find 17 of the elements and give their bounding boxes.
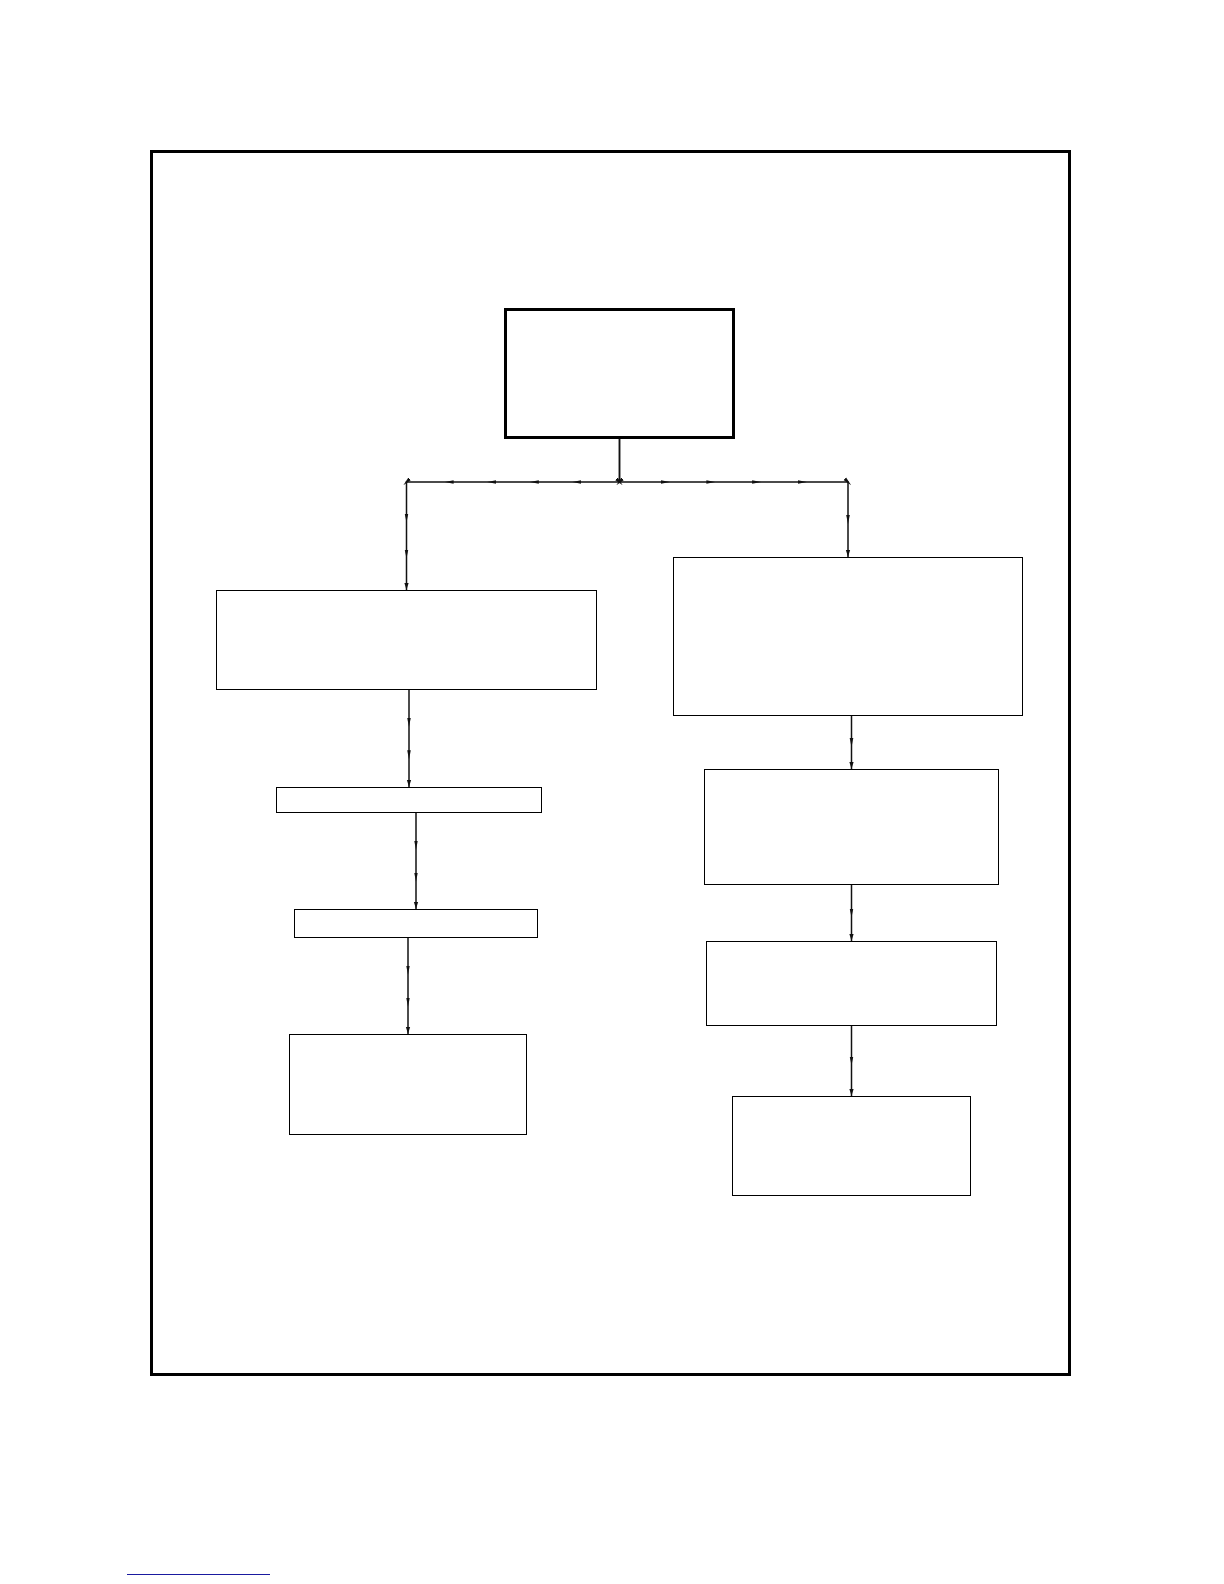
process-box [704, 769, 999, 885]
process-box [216, 590, 597, 690]
process-box [294, 909, 538, 938]
page-frame [150, 150, 1071, 1376]
process-box [276, 787, 542, 813]
arrow [849, 884, 854, 942]
arrow [615, 438, 851, 558]
arrow [849, 715, 854, 770]
process-box [673, 557, 1023, 716]
process-box [289, 1034, 527, 1135]
process-box [732, 1096, 971, 1196]
arrow [413, 812, 419, 910]
arrow [849, 1025, 854, 1097]
arrow [405, 937, 411, 1035]
arrow [406, 689, 412, 788]
process-box [706, 941, 997, 1026]
process-box [504, 308, 735, 439]
